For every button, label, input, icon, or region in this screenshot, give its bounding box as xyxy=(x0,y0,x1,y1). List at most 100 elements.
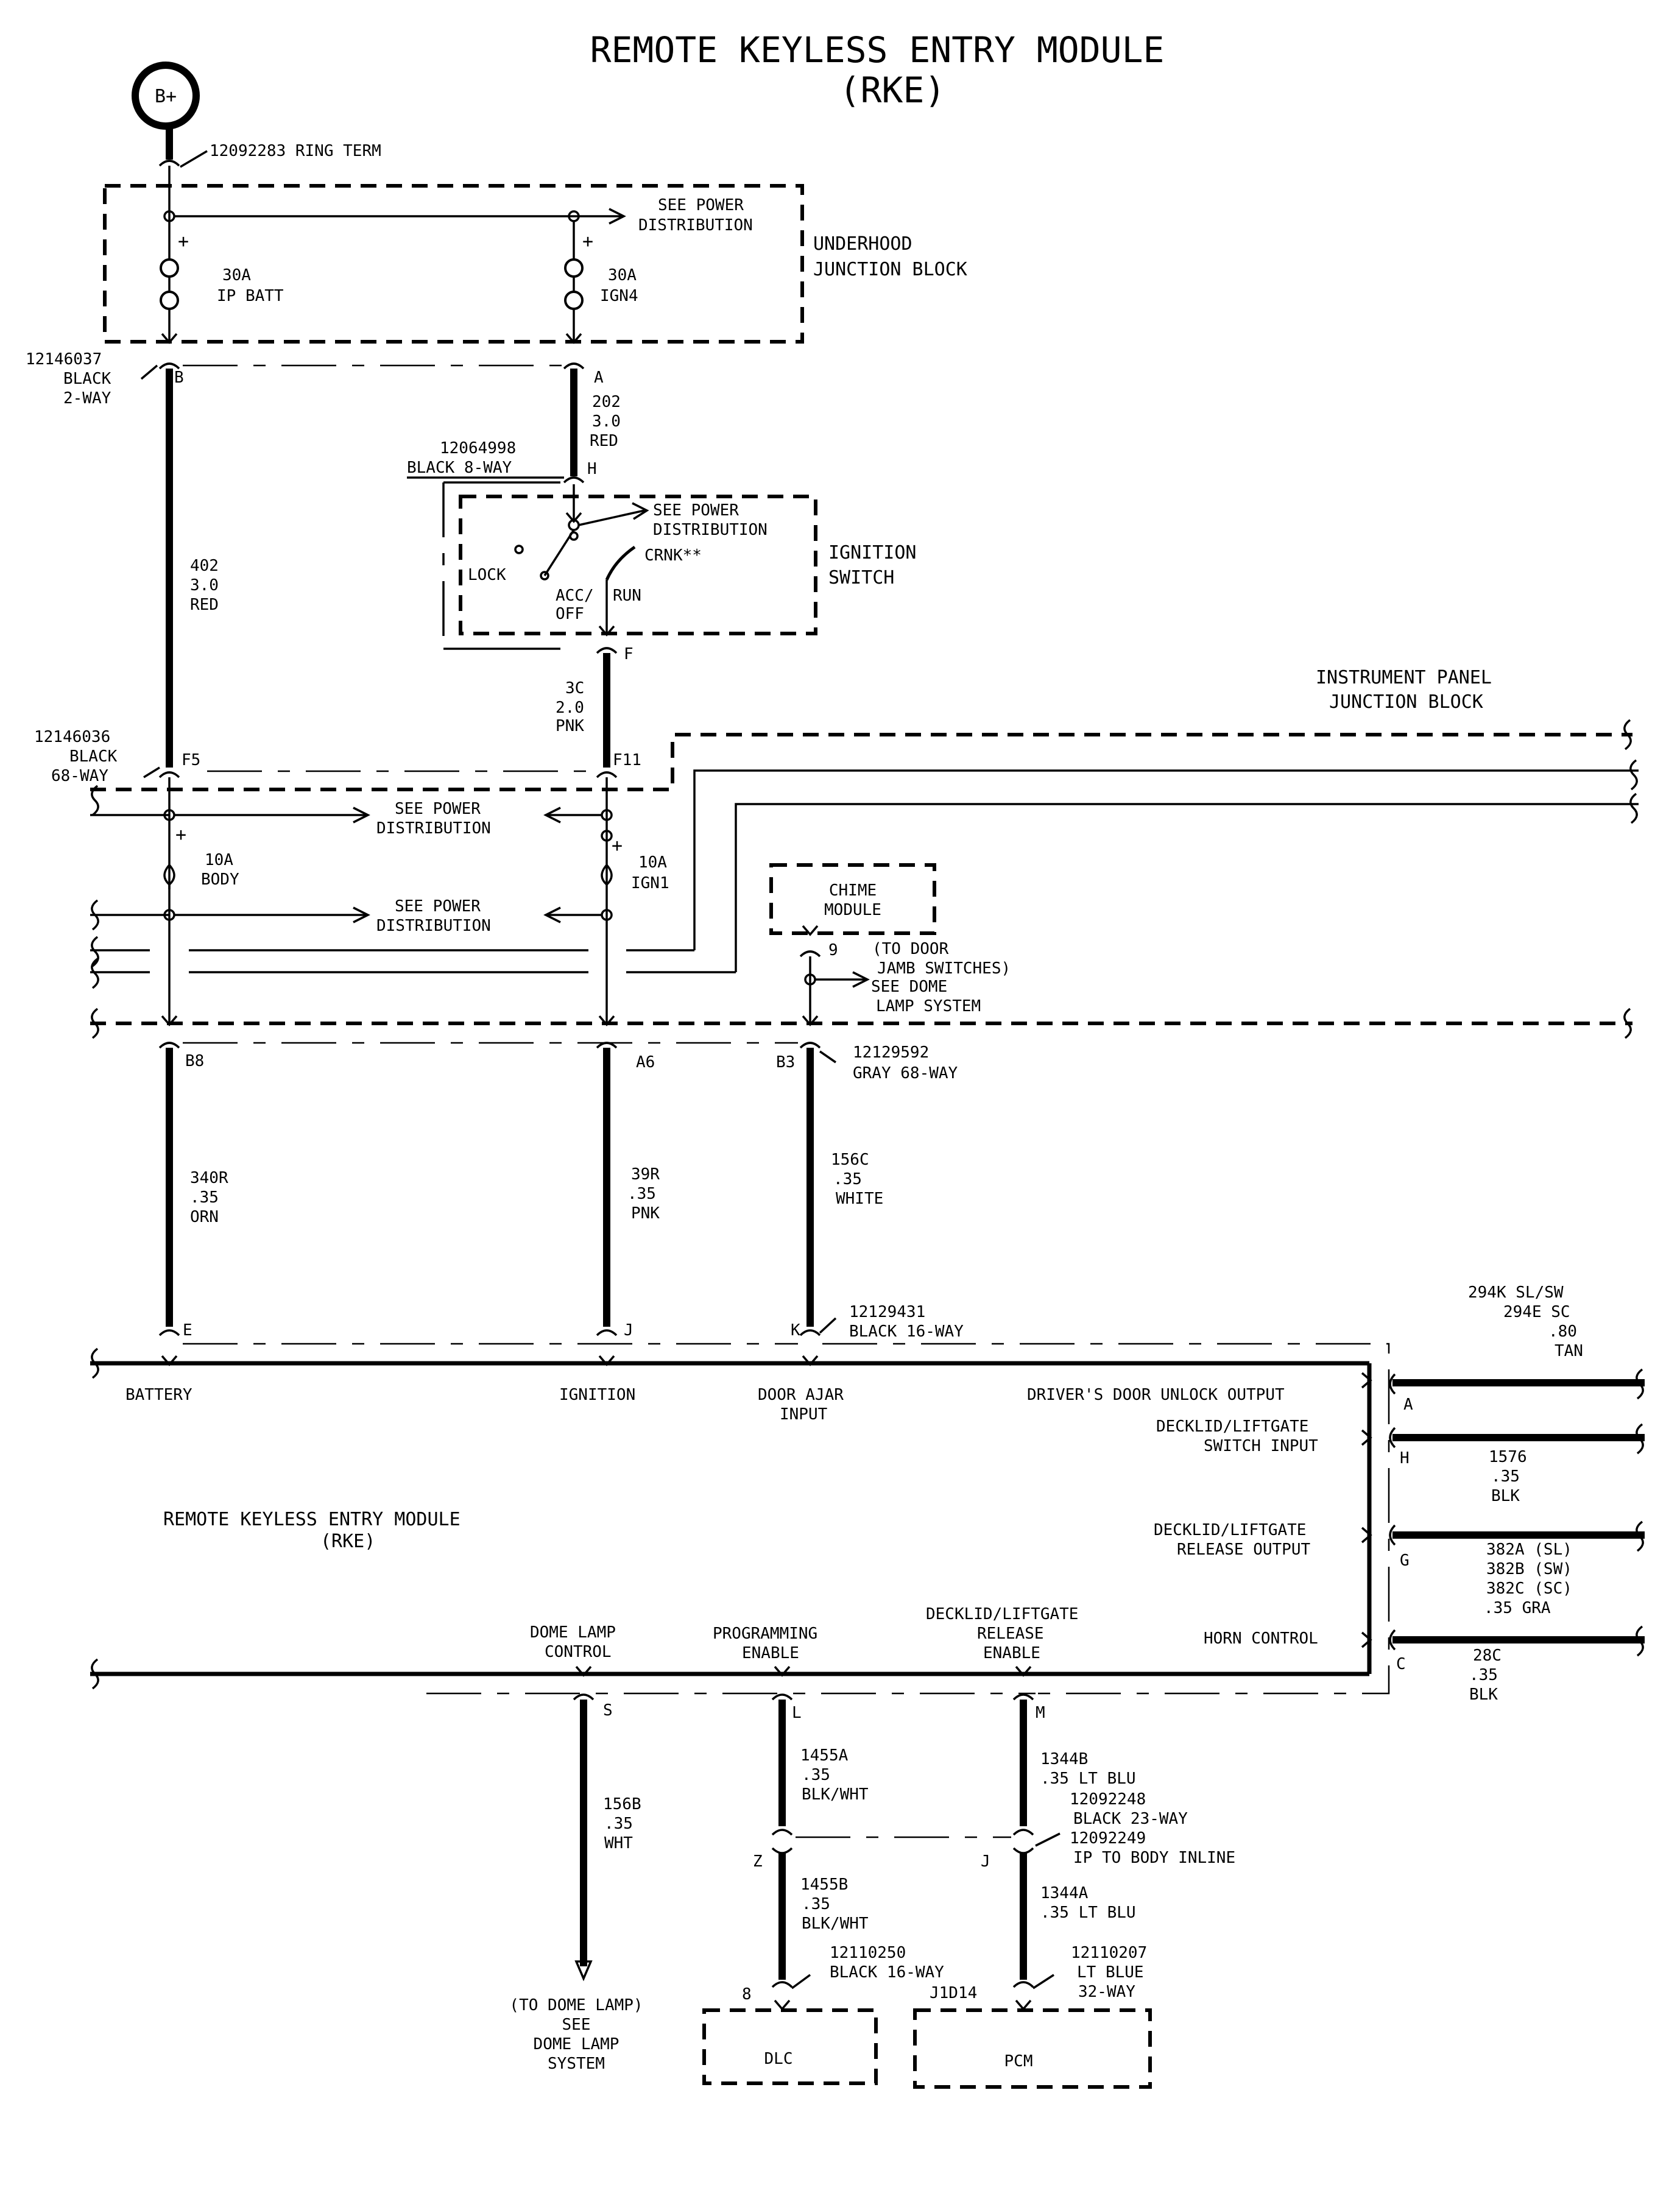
svg-text:INPUT: INPUT xyxy=(780,1405,828,1424)
fuse-10a-ign1 xyxy=(601,864,613,886)
svg-text:DECKLID/LIFTGATE: DECKLID/LIFTGATE xyxy=(1154,1521,1306,1539)
svg-text:BATTERY: BATTERY xyxy=(125,1386,192,1404)
svg-text:.35: .35 xyxy=(604,1815,633,1833)
svg-text:ACC/: ACC/ xyxy=(556,587,594,605)
svg-text:A6: A6 xyxy=(636,1053,655,1071)
svg-text:L: L xyxy=(792,1704,802,1722)
svg-text:BLACK 16-WAY: BLACK 16-WAY xyxy=(849,1322,964,1341)
svg-text:12092248: 12092248 xyxy=(1070,1790,1146,1809)
svg-text:J: J xyxy=(624,1321,634,1340)
ignition-switch xyxy=(459,495,817,635)
svg-text:382C (SC): 382C (SC) xyxy=(1486,1580,1572,1598)
svg-text:DRIVER'S DOOR UNLOCK OUTPUT: DRIVER'S DOOR UNLOCK OUTPUT xyxy=(1027,1386,1285,1404)
svg-text:32-WAY: 32-WAY xyxy=(1078,1983,1135,2001)
svg-text:.80: .80 xyxy=(1548,1322,1577,1341)
svg-text:BLK: BLK xyxy=(1491,1487,1520,1505)
svg-text:DISTRIBUTION: DISTRIBUTION xyxy=(653,521,768,539)
svg-text:.35: .35 xyxy=(1491,1467,1520,1486)
svg-text:BLACK: BLACK xyxy=(63,370,111,388)
svg-text:F5: F5 xyxy=(182,751,200,769)
svg-text:JUNCTION BLOCK: JUNCTION BLOCK xyxy=(1329,691,1483,713)
svg-text:C: C xyxy=(1396,1655,1406,1673)
svg-text:RED: RED xyxy=(190,596,219,614)
fuse-30a-ip-batt xyxy=(160,258,179,310)
svg-text:.35 LT BLU: .35 LT BLU xyxy=(1040,1904,1136,1922)
svg-text:+: + xyxy=(175,824,186,846)
instrument-panel-junction-block xyxy=(90,733,1632,791)
svg-text:B3: B3 xyxy=(776,1053,795,1071)
dlc-connector xyxy=(702,2008,878,2085)
svg-text:WHITE: WHITE xyxy=(836,1190,883,1208)
svg-text:H: H xyxy=(587,460,597,478)
svg-text:3C: 3C xyxy=(565,679,584,697)
svg-text:.35: .35 xyxy=(1469,1666,1498,1684)
svg-text:1344B: 1344B xyxy=(1040,1750,1088,1768)
svg-text:A: A xyxy=(1403,1396,1413,1414)
rke-module xyxy=(90,1347,1372,1690)
svg-text:JUNCTION BLOCK: JUNCTION BLOCK xyxy=(813,259,967,280)
svg-text:+: + xyxy=(612,835,623,856)
svg-text:28C: 28C xyxy=(1473,1647,1502,1665)
svg-text:402: 402 xyxy=(190,557,219,575)
svg-text:156C: 156C xyxy=(831,1151,869,1169)
svg-text:+: + xyxy=(178,231,189,252)
svg-text:9: 9 xyxy=(828,941,838,959)
battery-terminal: B+ xyxy=(132,62,200,130)
svg-text:M: M xyxy=(1036,1704,1045,1722)
svg-text:.35: .35 xyxy=(802,1766,830,1784)
svg-text:IP BATT: IP BATT xyxy=(217,287,284,305)
svg-text:BODY: BODY xyxy=(201,870,239,889)
svg-text:BLK: BLK xyxy=(1469,1686,1498,1704)
svg-text:INSTRUMENT PANEL: INSTRUMENT PANEL xyxy=(1316,667,1492,688)
svg-text:382B (SW): 382B (SW) xyxy=(1486,1560,1572,1578)
svg-text:30A: 30A xyxy=(222,266,251,284)
svg-text:RED: RED xyxy=(590,432,618,450)
svg-text:.35: .35 xyxy=(190,1188,219,1207)
svg-text:(TO DOME LAMP): (TO DOME LAMP) xyxy=(509,1996,643,2014)
svg-text:.35: .35 xyxy=(833,1170,862,1188)
svg-text:DOOR AJAR: DOOR AJAR xyxy=(758,1386,844,1404)
svg-text:10A: 10A xyxy=(205,851,233,869)
svg-text:SWITCH INPUT: SWITCH INPUT xyxy=(1204,1437,1318,1455)
svg-text:J: J xyxy=(981,1852,990,1871)
chime-module xyxy=(769,863,936,935)
svg-text:SYSTEM: SYSTEM xyxy=(548,2055,605,2073)
svg-text:GRAY 68-WAY: GRAY 68-WAY xyxy=(853,1064,958,1082)
fuse-30a-ign4 xyxy=(564,258,584,310)
svg-text:B8: B8 xyxy=(185,1052,204,1070)
svg-text:.35: .35 xyxy=(627,1185,656,1203)
svg-text:12129592: 12129592 xyxy=(853,1043,929,1062)
svg-text:CONTROL: CONTROL xyxy=(545,1643,612,1661)
svg-text:382A (SL): 382A (SL) xyxy=(1486,1541,1572,1559)
svg-text:G: G xyxy=(1400,1552,1410,1570)
svg-text:.35 GRA: .35 GRA xyxy=(1484,1599,1551,1617)
svg-text:MODULE: MODULE xyxy=(824,901,881,919)
svg-text:202: 202 xyxy=(592,393,621,411)
svg-text:F: F xyxy=(624,645,634,663)
svg-text:SEE POWER: SEE POWER xyxy=(395,897,481,916)
svg-text:2-WAY: 2-WAY xyxy=(63,389,111,408)
svg-text:IP TO BODY INLINE: IP TO BODY INLINE xyxy=(1073,1849,1235,1867)
svg-text:1455A: 1455A xyxy=(800,1746,849,1765)
svg-text:J1D14: J1D14 xyxy=(930,1984,977,2002)
svg-text:.35: .35 xyxy=(802,1895,830,1913)
svg-text:DISTRIBUTION: DISTRIBUTION xyxy=(376,917,491,935)
svg-text:DOME LAMP: DOME LAMP xyxy=(530,1623,616,1642)
svg-text:HORN CONTROL: HORN CONTROL xyxy=(1204,1629,1318,1648)
svg-text:SEE DOME: SEE DOME xyxy=(871,978,947,996)
svg-text:294K SL/SW: 294K SL/SW xyxy=(1468,1283,1564,1302)
svg-text:LT BLUE: LT BLUE xyxy=(1077,1963,1144,1982)
svg-text:DOME LAMP: DOME LAMP xyxy=(534,2035,619,2053)
svg-text:(TO DOOR: (TO DOOR xyxy=(872,940,949,958)
svg-text:IGN1: IGN1 xyxy=(631,874,669,892)
svg-text:3.0: 3.0 xyxy=(190,576,219,595)
svg-text:A: A xyxy=(594,369,604,387)
svg-text:IGNITION: IGNITION xyxy=(828,542,917,563)
svg-text:PNK: PNK xyxy=(556,717,584,735)
svg-text:SWITCH: SWITCH xyxy=(828,567,894,588)
svg-text:CRNK**: CRNK** xyxy=(644,546,702,565)
svg-text:CHIME: CHIME xyxy=(829,881,877,900)
svg-text:10A: 10A xyxy=(638,853,667,872)
svg-text:OFF: OFF xyxy=(556,605,584,623)
